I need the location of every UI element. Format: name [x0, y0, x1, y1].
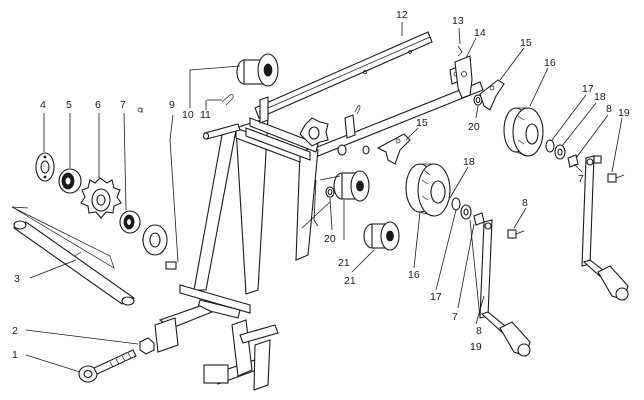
- part-frame-gear: [299, 117, 329, 147]
- callout-11: 11: [200, 109, 211, 121]
- callout-15-middle: 15: [416, 117, 428, 129]
- part-16-clutch-middle: [405, 163, 451, 217]
- callout-15-right: 15: [520, 37, 532, 49]
- callout-labels: 4 5 6 7 9 10 11 12 13 14 15 15 16 16 17 …: [12, 9, 630, 361]
- part-4-flange: [35, 152, 55, 182]
- callout-8-lower: 8: [476, 325, 482, 337]
- part-3-shaft: [11, 206, 136, 306]
- callout-7-left: 7: [120, 99, 126, 111]
- part-17-washer-right: [545, 139, 555, 153]
- callout-21-lower: 21: [344, 275, 356, 287]
- part-19-crank-right: [581, 155, 629, 301]
- callout-9: 9: [169, 99, 175, 111]
- part-8-bolt-middle: [507, 229, 525, 239]
- callout-12: 12: [396, 9, 408, 21]
- part-bar-fittings: [337, 104, 370, 156]
- leader-lines: [25, 22, 623, 373]
- callout-8-right: 8: [606, 103, 612, 115]
- part-17-washer-middle: [451, 197, 461, 211]
- part-15-lever-right: [479, 79, 505, 111]
- callout-2: 2: [12, 325, 18, 337]
- part-14-bracket: [454, 55, 473, 99]
- callout-4: 4: [40, 99, 46, 111]
- part-15-lever-middle: [376, 133, 411, 165]
- part-21-roller-lower: [363, 221, 400, 251]
- callout-14: 14: [474, 27, 486, 39]
- callout-8-middle: 8: [522, 197, 528, 209]
- part-21-roller-upper: [333, 170, 370, 202]
- callout-16-right: 16: [544, 57, 556, 69]
- part-16-clutch-right: [503, 107, 544, 157]
- part-18-washer-middle: [460, 204, 472, 220]
- part-6-sprocket: [80, 177, 122, 219]
- callout-20-left: 20: [324, 233, 336, 245]
- part-7-bearing-left: [119, 210, 141, 234]
- part-2-nut: [139, 337, 155, 355]
- part-11-cotter-pin: [221, 94, 234, 106]
- part-flange-left: [142, 224, 168, 256]
- part-1-tension-bolt: [78, 349, 137, 383]
- main-frame: [154, 31, 484, 391]
- part-10-roller: [236, 53, 279, 87]
- part-19-crank-middle: [479, 219, 531, 357]
- callout-7-middle: 7: [452, 311, 458, 323]
- part-8-bolt-right: [607, 173, 625, 183]
- part-7-nut-right: [567, 154, 579, 168]
- callout-1: 1: [12, 349, 18, 361]
- part-9-pin: [202, 123, 241, 140]
- part-18-washer-right: [554, 144, 566, 160]
- callout-16-middle: 16: [408, 269, 420, 281]
- part-7-nut-middle: [473, 212, 485, 226]
- callout-17-right: 17: [582, 83, 594, 95]
- part-8-bolt-right-lower: [593, 155, 602, 164]
- callout-21-upper: 21: [338, 257, 350, 269]
- callout-20-right: 20: [468, 121, 480, 133]
- callout-7-right: 7: [578, 173, 584, 185]
- callout-19-right: 19: [618, 107, 630, 119]
- part-20-washer-left: [325, 186, 335, 198]
- callout-13: 13: [452, 15, 464, 27]
- callout-17-middle: 17: [430, 291, 442, 303]
- callout-10: 10: [182, 109, 194, 121]
- callout-5: 5: [66, 99, 72, 111]
- part-13-pin: [457, 45, 463, 57]
- callout-3: 3: [14, 273, 20, 285]
- callout-18-middle: 18: [463, 156, 475, 168]
- callout-6: 6: [95, 99, 101, 111]
- callout-18-right: 18: [594, 91, 606, 103]
- part-5-bearing: [58, 168, 82, 194]
- callout-19-middle: 19: [470, 341, 482, 353]
